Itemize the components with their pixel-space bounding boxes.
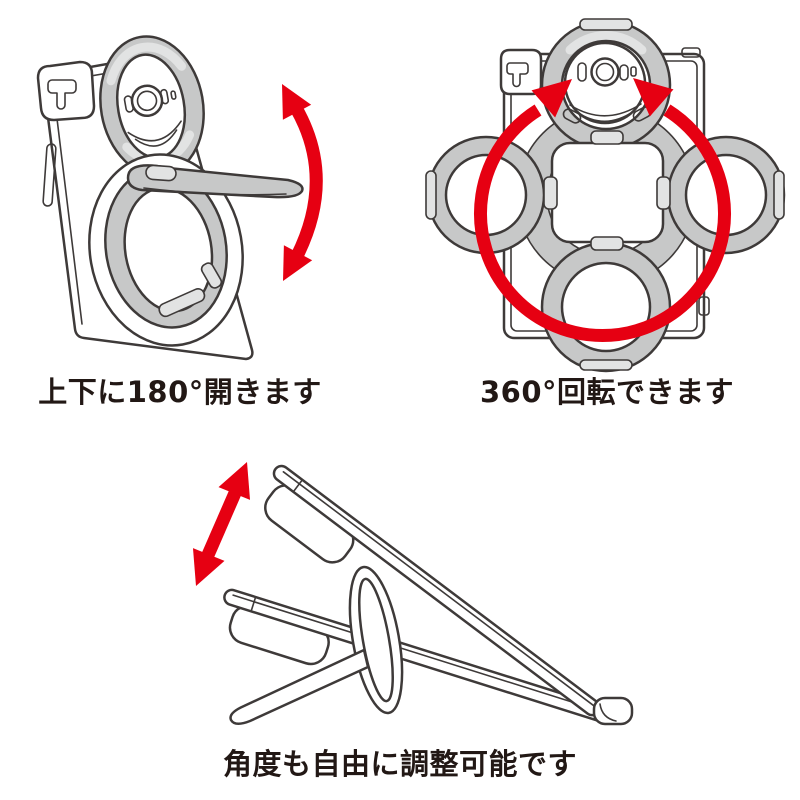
- tilt-arrow-icon: [282, 84, 323, 281]
- ring-stand: [348, 565, 404, 715]
- ring-open-position: [104, 167, 228, 329]
- caption-open-180: 上下に180°開きます: [38, 375, 322, 409]
- bumper-cutout: [506, 62, 529, 88]
- camera-lens: [577, 57, 637, 87]
- pivot-foot: [592, 696, 634, 726]
- hinge-plate-edge-line: [143, 187, 287, 196]
- case-bezel-left: [53, 93, 83, 325]
- ring-closed-highlight-top: [106, 42, 187, 86]
- rotation-arrow-head-right: [633, 78, 674, 117]
- ring-tab: [579, 18, 633, 31]
- tablet-high-angle: [264, 464, 601, 717]
- case-tab-right: [698, 296, 710, 316]
- ring-tab: [579, 359, 633, 371]
- ring-open-tab-side: [200, 262, 223, 289]
- camera-plate: [562, 41, 652, 125]
- plate-notch-left: [562, 108, 582, 124]
- bumper-cutout: [47, 79, 77, 110]
- tilt-arrow-head-up: [282, 84, 312, 120]
- rotation-arrow-arc: [474, 104, 731, 342]
- mount-tab-left: [543, 176, 558, 210]
- side-button: [42, 143, 57, 207]
- tablet-low-angle: [223, 588, 610, 723]
- corner-bumper: [36, 60, 96, 122]
- rotation-arrow-icon: [474, 78, 731, 342]
- caption-angle-adjust: 角度も自由に調整可能です: [222, 747, 577, 781]
- hinge-plate: [126, 164, 304, 199]
- rotation-arrow-head-left: [531, 79, 572, 118]
- stand-ring-inner: [358, 577, 394, 703]
- camera-plate-curve2: [134, 129, 178, 147]
- center-mount: [543, 130, 671, 251]
- case-tab-top: [681, 47, 701, 58]
- corner-bumper: [499, 48, 543, 96]
- camera-lens: [123, 84, 177, 118]
- ring-position-bottom: [540, 241, 672, 373]
- tilt-arrow-arc: [290, 104, 323, 259]
- tablet-ring-open-close-illustration: [36, 35, 323, 361]
- tablet-ring-rotation-illustration: [425, 18, 786, 373]
- ring-tab: [425, 170, 437, 220]
- mount-plate: [550, 141, 665, 244]
- mount-tab-right: [656, 176, 671, 210]
- adjust-arrow-head-down: [192, 548, 225, 586]
- camera-plate-curve: [127, 120, 182, 142]
- ring-open-tab-bottom: [158, 287, 206, 318]
- mount-tab-bottom: [590, 236, 624, 251]
- stand-leg: [229, 648, 370, 725]
- adjust-arrow-head-up: [218, 462, 251, 500]
- tablet-stand-angle-illustration: [192, 462, 634, 726]
- tilt-arrow-head-down: [283, 245, 313, 281]
- adjust-arrow-icon: [192, 462, 251, 586]
- ring-tab: [773, 170, 785, 220]
- adjust-arrow-shaft: [202, 490, 241, 558]
- hinge-clasp: [145, 164, 177, 182]
- mount-tab-top: [590, 130, 624, 145]
- caption-rotate-360: 360°回転できます: [479, 375, 735, 409]
